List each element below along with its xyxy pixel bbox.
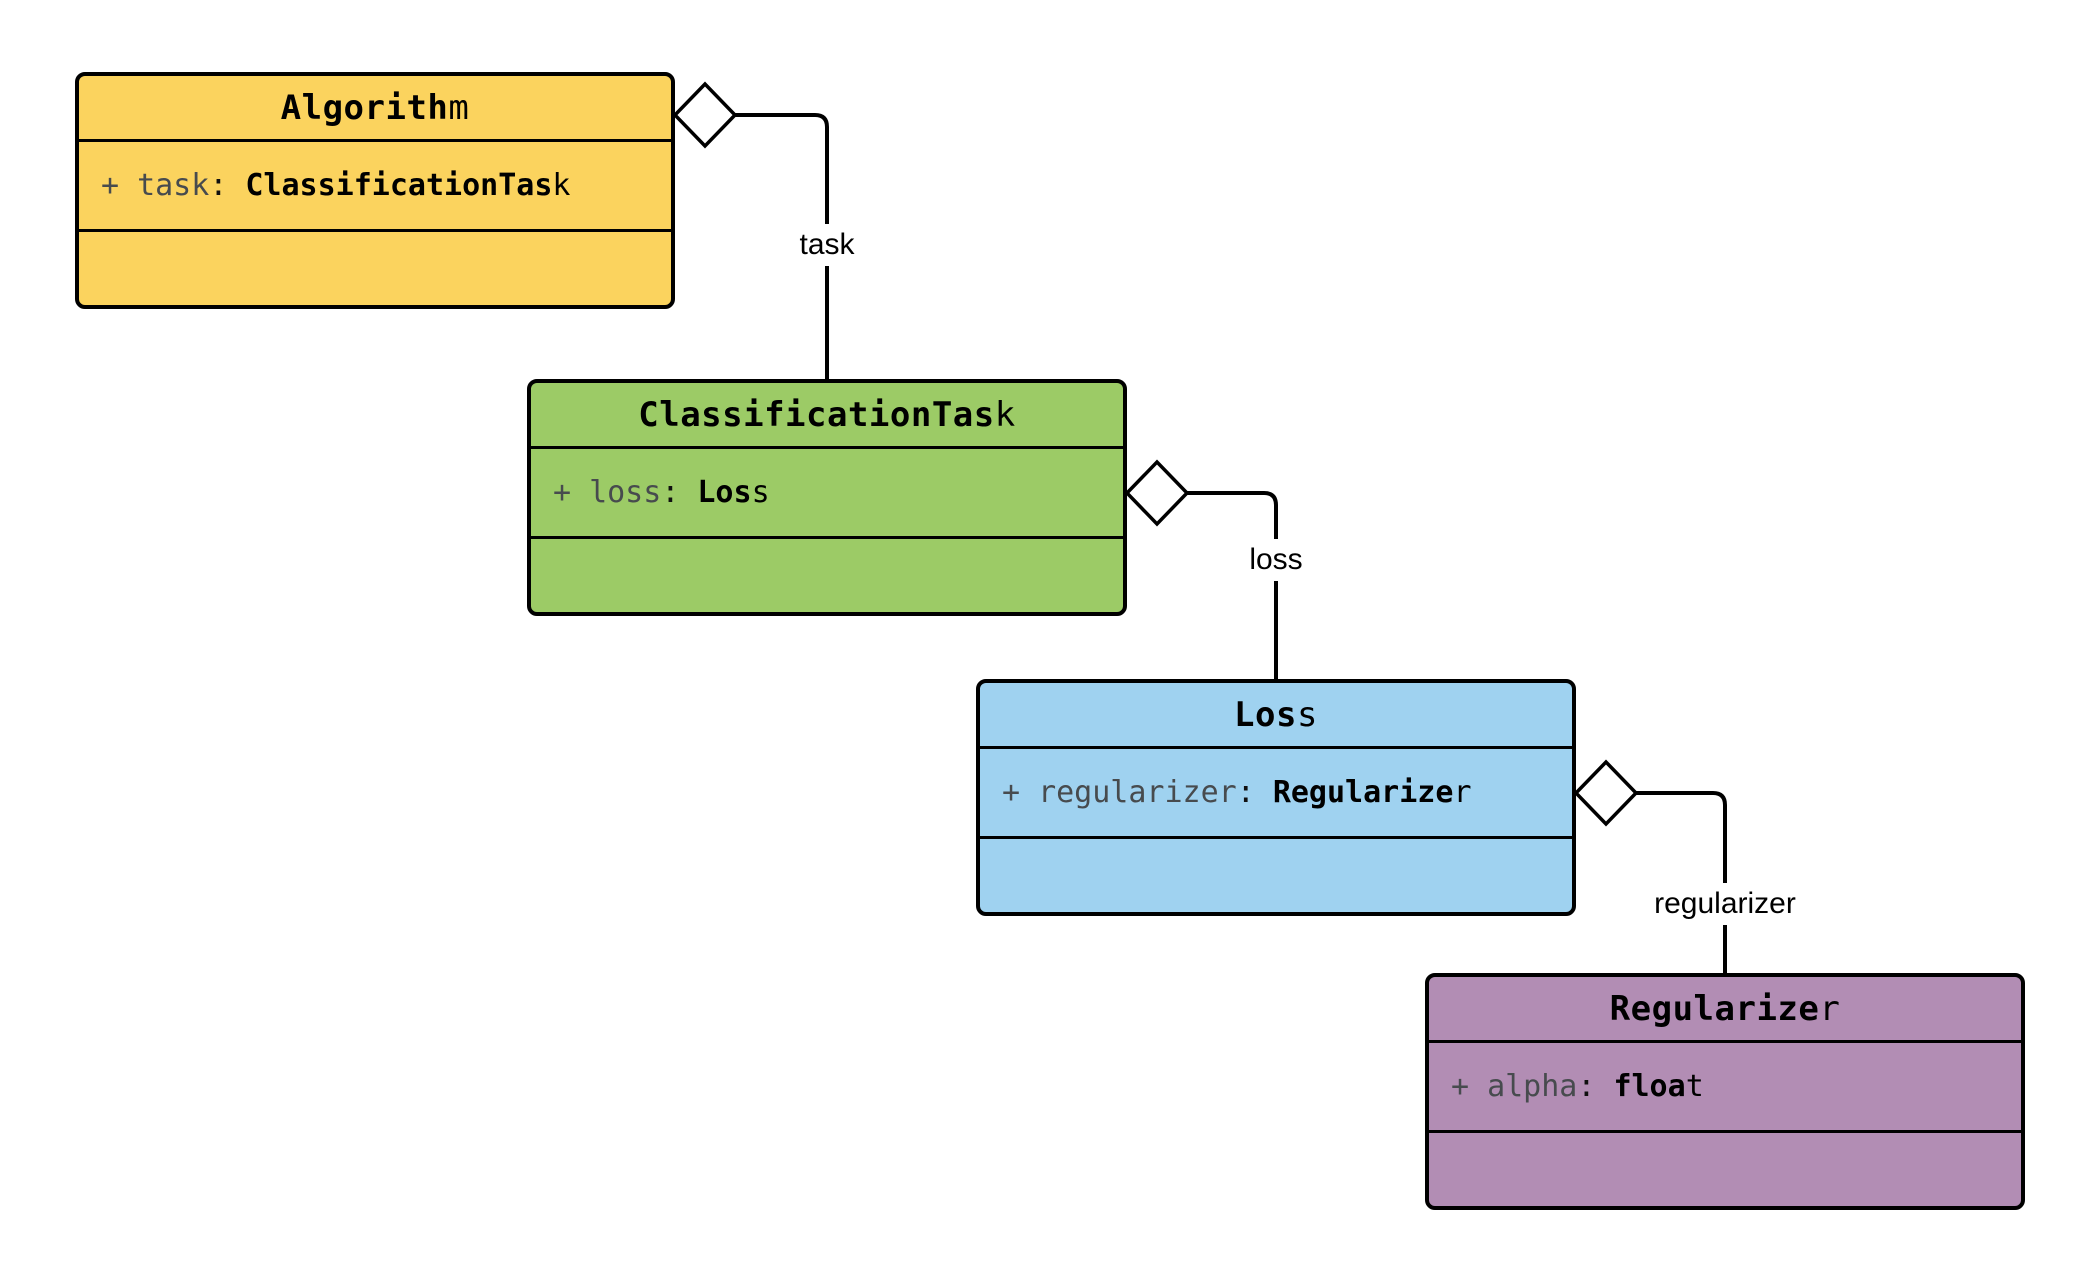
attribute-visibility: + [553,475,572,510]
connector-regularizer-line[interactable] [1636,791,1727,973]
attribute-type: ClassificationTask [245,168,571,203]
class-methods-empty [79,232,671,305]
aggregation-diamond-icon[interactable] [1124,459,1190,527]
attribute-separator: : [1236,775,1255,810]
attribute-visibility: + [101,168,120,203]
class-methods-empty [1429,1133,2021,1206]
attribute-name: task [137,168,210,203]
aggregation-diamond-icon[interactable] [1573,759,1639,827]
class-attributes: + loss: Loss [531,449,1123,539]
attribute-name: regularizer [1038,775,1237,810]
aggregation-diamond-icon[interactable] [672,81,738,149]
class-attributes: + alpha: float [1429,1043,2021,1133]
connector-label-regularizer[interactable]: regularizer [1646,883,1804,925]
class-attributes: + task: ClassificationTask [79,142,671,232]
connector-loss[interactable] [1124,459,1278,679]
attribute-type: Loss [697,475,770,510]
class-attributes: + regularizer: Regularizer [980,749,1572,839]
attribute-separator: : [209,168,228,203]
connector-task[interactable] [672,81,829,379]
attribute-separator: : [661,475,680,510]
connector-label-loss[interactable]: loss [1241,539,1311,581]
class-methods-empty [980,839,1572,912]
attribute-visibility: + [1002,775,1021,810]
connector-label-task[interactable]: task [791,224,863,266]
attribute-name: alpha [1487,1069,1578,1104]
class-methods-empty [531,539,1123,612]
connector-loss-line[interactable] [1187,491,1278,679]
attribute-type: float [1613,1069,1704,1104]
attribute-separator: : [1577,1069,1596,1104]
attribute-visibility: + [1451,1069,1470,1104]
connector-regularizer[interactable] [1573,759,1727,973]
connector-task-line[interactable] [735,113,829,379]
attribute-type: Regularizer [1272,775,1472,810]
attribute-name: loss [589,475,662,510]
